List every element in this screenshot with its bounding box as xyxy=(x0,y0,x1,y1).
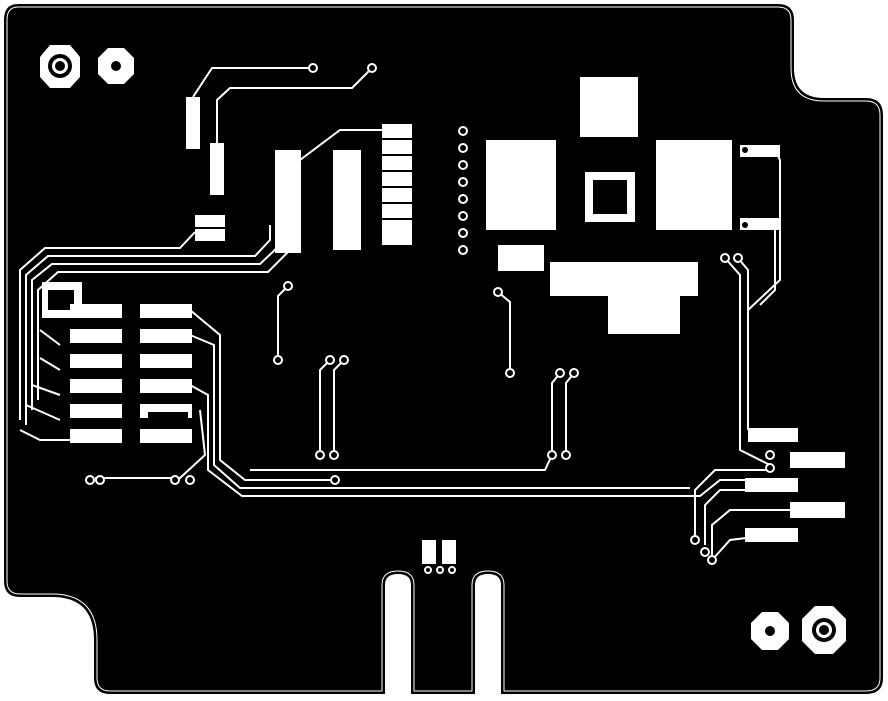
board-outline-inner xyxy=(6,6,881,692)
header-pin-vias xyxy=(458,126,468,255)
octagon-via-icon xyxy=(98,48,134,84)
qfn-chip-icon xyxy=(486,77,732,334)
traces xyxy=(19,67,800,561)
left-header xyxy=(186,97,301,253)
small-footprint xyxy=(422,540,456,564)
mounting-hole-icon xyxy=(802,606,846,654)
octagon-via-icon xyxy=(751,612,789,650)
vias xyxy=(85,63,775,574)
middle-header xyxy=(333,124,412,250)
mounting-hole-icon xyxy=(40,45,80,88)
smd-pad-array xyxy=(42,282,192,443)
right-connector xyxy=(740,145,845,542)
